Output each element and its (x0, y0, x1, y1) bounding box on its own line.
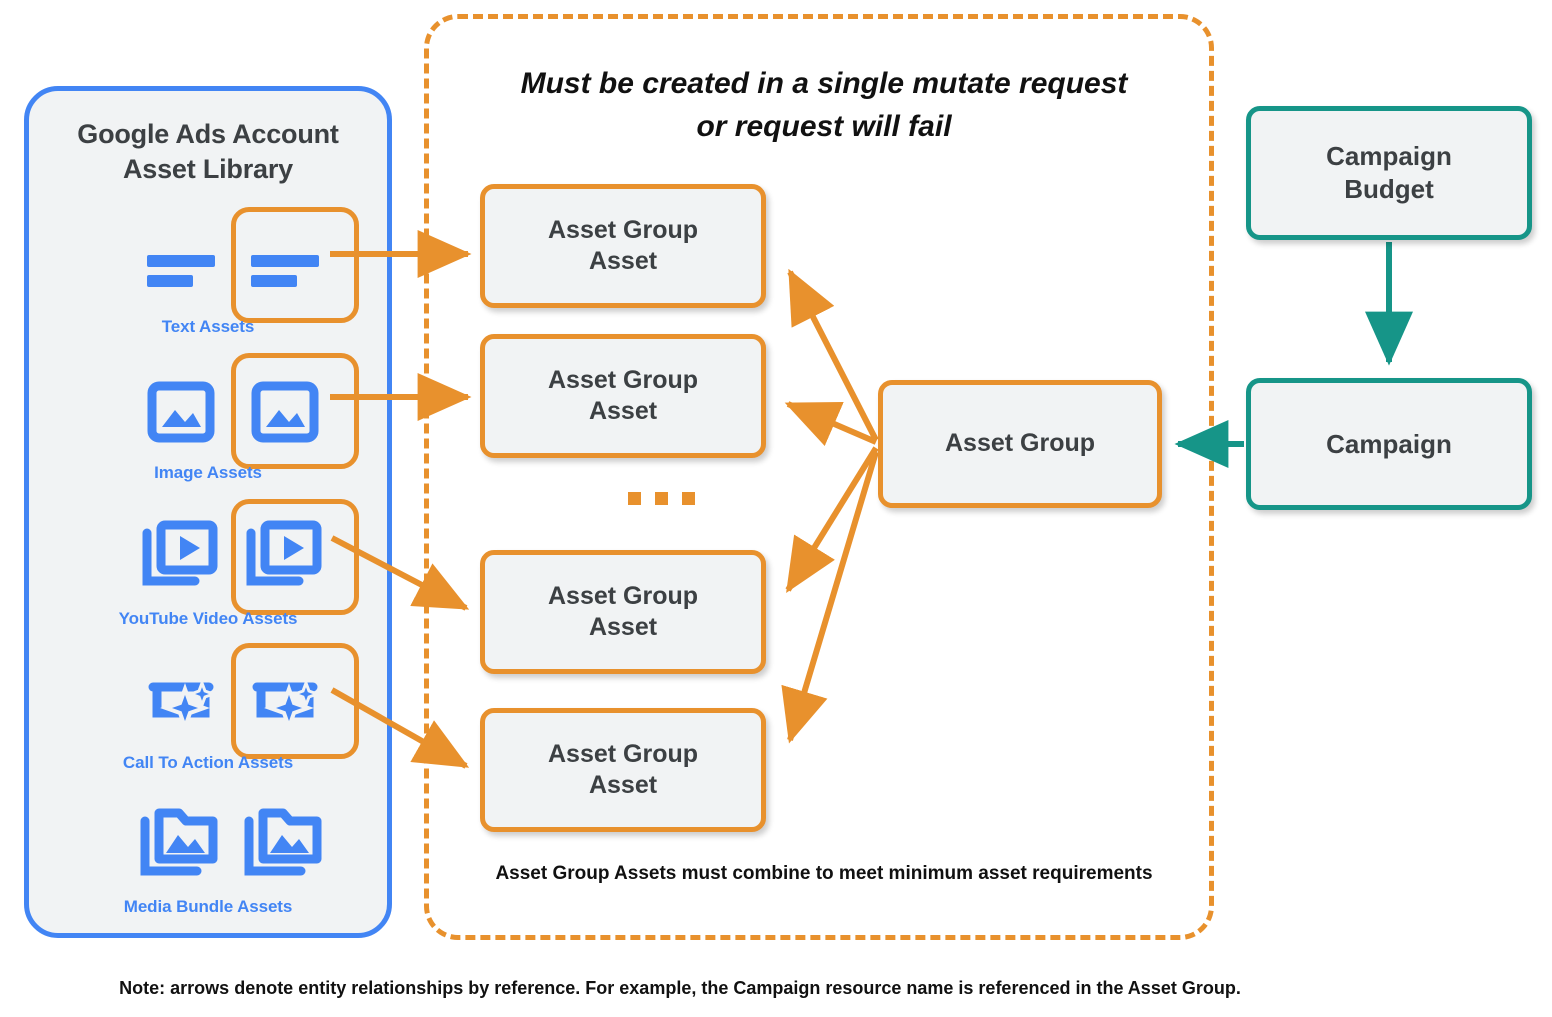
call-to-action-sparkle-icon-selected (237, 653, 333, 749)
campaign-budget-label: Campaign Budget (1326, 141, 1452, 204)
ellipsis-indicator (628, 492, 695, 505)
asset-group-asset-label-4: Asset Group Asset (547, 739, 699, 800)
asset-group-box[interactable]: Asset Group (878, 380, 1162, 508)
asset-library-title-line1: Google Ads Account (77, 119, 339, 149)
asset-group-asset-box-1[interactable]: Asset Group Asset (480, 184, 766, 308)
asset-group-asset-box-2[interactable]: Asset Group Asset (480, 334, 766, 458)
asset-row-label-image: Image Assets (154, 463, 262, 482)
asset-row-cta[interactable]: Call To Action Assets (29, 643, 387, 772)
asset-group-asset-box-3[interactable]: Asset Group Asset (480, 550, 766, 674)
asset-group-asset-label-3: Asset Group Asset (547, 581, 699, 642)
image-asset-icon-pair (29, 353, 387, 469)
asset-row-label-text: Text Assets (161, 317, 255, 336)
ellipsis-dot-3 (682, 492, 695, 505)
asset-library-panel: Google Ads Account Asset Library (24, 86, 392, 938)
asset-row-label-media-bundle: Media Bundle Assets (123, 897, 293, 916)
text-lines-icon (133, 217, 229, 313)
text-asset-highlight-box (231, 207, 359, 323)
video-asset-icon-pair (29, 499, 387, 615)
image-asset-highlight-box (231, 353, 359, 469)
footer-note: Note: arrows denote entity relationships… (119, 978, 1241, 998)
asset-row-label-video: YouTube Video Assets (118, 609, 298, 628)
asset-group-asset-label-2: Asset Group Asset (547, 365, 699, 426)
campaign-box[interactable]: Campaign (1246, 378, 1532, 510)
asset-library-title: Google Ads Account Asset Library (29, 117, 387, 186)
media-bundle-folder-icon-2 (237, 797, 333, 893)
asset-library-title-line2: Asset Library (123, 153, 293, 184)
mutate-panel-title: Must be created in a single mutate reque… (469, 63, 1179, 148)
call-to-action-sparkle-icon (133, 653, 229, 749)
mutate-title-line1: Must be created in a single mutate reque… (520, 67, 1128, 100)
video-stack-icon (133, 509, 229, 605)
mutate-panel-footer: Asset Group Assets must combine to meet … (495, 863, 1153, 884)
campaign-budget-box[interactable]: Campaign Budget (1246, 106, 1532, 240)
mutate-title-line2: or request will fail (696, 109, 952, 143)
campaign-label: Campaign (1326, 428, 1452, 459)
image-icon-selected (237, 363, 333, 459)
ellipsis-dot-1 (628, 492, 641, 505)
asset-group-label: Asset Group (944, 429, 1096, 458)
asset-row-video[interactable]: YouTube Video Assets (29, 499, 387, 628)
asset-row-image[interactable]: Image Assets (29, 353, 387, 482)
mutate-request-panel: Must be created in a single mutate reque… (424, 14, 1214, 940)
asset-group-asset-box-4[interactable]: Asset Group Asset (480, 708, 766, 832)
asset-group-asset-label-1: Asset Group Asset (547, 215, 699, 276)
asset-row-label-cta: Call To Action Assets (122, 753, 294, 772)
asset-row-media-bundle[interactable]: Media Bundle Assets (29, 797, 387, 916)
media-bundle-folder-icon (133, 797, 229, 893)
image-icon (133, 363, 229, 459)
text-lines-icon-selected (237, 217, 333, 313)
cta-asset-icon-pair (29, 643, 387, 759)
media-bundle-icon-pair (29, 797, 387, 893)
video-stack-icon-selected (237, 509, 333, 605)
ellipsis-dot-2 (655, 492, 668, 505)
text-asset-icon-pair (29, 207, 387, 323)
asset-row-text[interactable]: Text Assets (29, 207, 387, 336)
